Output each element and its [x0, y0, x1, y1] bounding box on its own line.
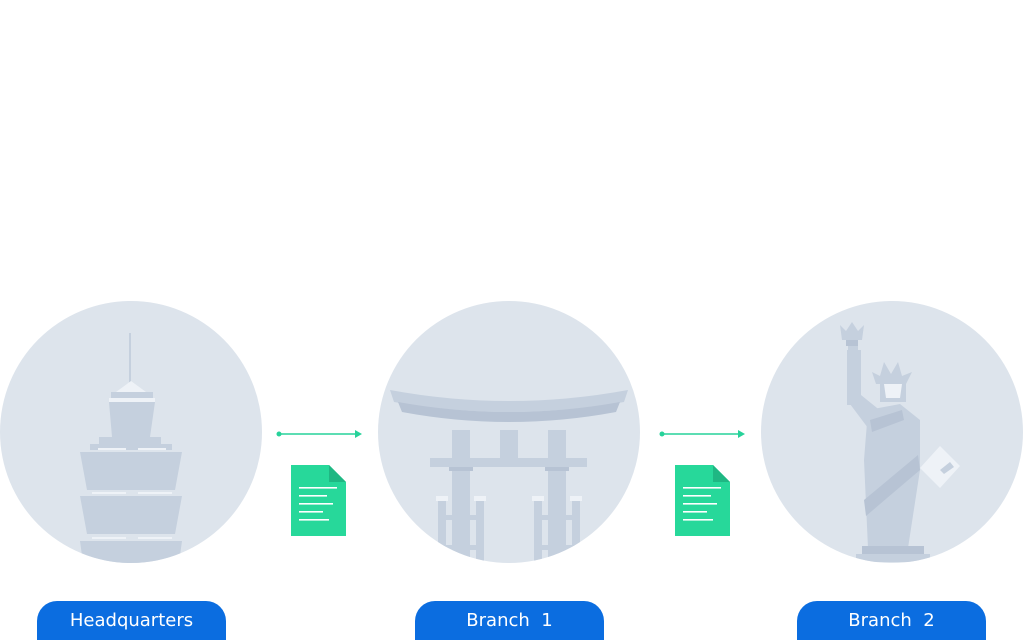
document-icon — [291, 465, 346, 536]
document-icon — [675, 465, 730, 536]
node-headquarters — [0, 301, 262, 563]
node-branch-2 — [761, 301, 1023, 563]
arrowhead-icon — [355, 430, 362, 438]
node-branch-1 — [378, 301, 640, 563]
connector-hq-to-branch1 — [276, 430, 362, 536]
label-branch-1: Branch 1 — [415, 601, 604, 640]
statue-of-liberty-icon — [840, 322, 960, 562]
connector-branch1-to-branch2 — [659, 430, 745, 536]
torii-gate-icon — [390, 390, 628, 563]
label-branch-2: Branch 2 — [797, 601, 986, 640]
arrowhead-icon — [738, 430, 745, 438]
label-headquarters: Headquarters — [37, 601, 226, 640]
